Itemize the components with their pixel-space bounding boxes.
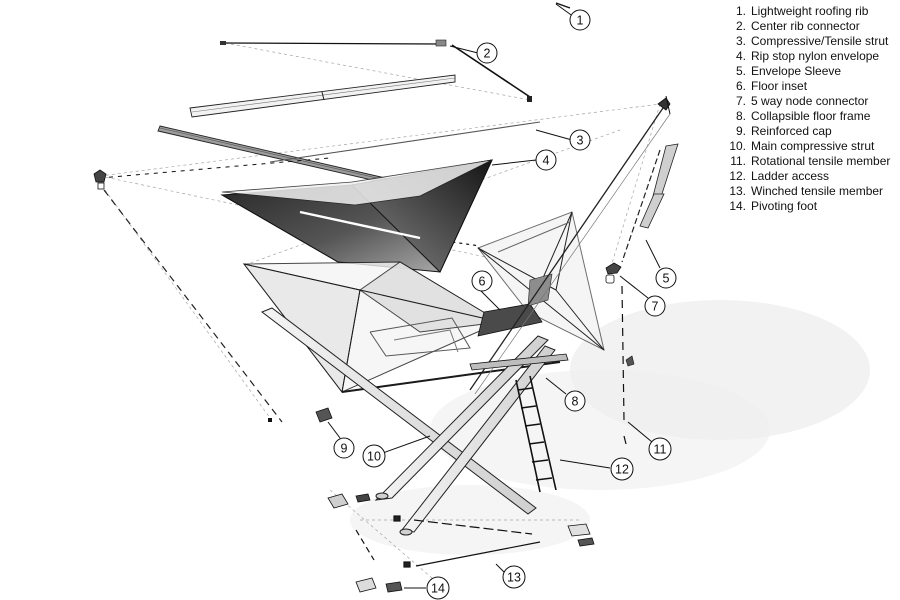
callout-3: 3 [569,129,591,151]
legend-item-number: 9. [735,124,746,138]
callout-13-number: 13 [507,571,521,585]
callout-6-number: 6 [479,275,486,289]
legend-item: 8. Collapsible floor frame [728,109,898,124]
legend-item: 14. Pivoting foot [728,199,898,214]
callout-3-number: 3 [577,134,584,148]
callout-8-number: 8 [572,395,579,409]
legend-item: 13. Winched tensile member [728,184,898,199]
legend-item-label: Reinforced cap [751,124,832,138]
legend-item-number: 12. [729,169,746,183]
pivoting-feet [327,493,595,593]
callout-9: 9 [333,437,355,459]
legend-item-label: Rotational tensile member [751,154,891,168]
legend-item-number: 6. [735,79,746,93]
legend-item-label: Winched tensile member [751,184,884,198]
callout-14-number: 14 [431,582,445,596]
callout-14: 14 [426,576,450,600]
callout-10: 10 [362,444,386,468]
callout-12: 12 [610,457,634,481]
callout-9-number: 9 [341,442,348,456]
legend-item-number: 11. [730,154,746,168]
callout-4-number: 4 [543,154,550,168]
legend-item: 1. Lightweight roofing rib [728,4,898,19]
callout-6: 6 [471,270,493,292]
roofing-rib-top [220,2,571,102]
callout-1-number: 1 [577,14,584,28]
legend-item-number: 8. [735,109,746,123]
legend-item-label: Collapsible floor frame [751,109,871,123]
callout-13: 13 [502,565,526,589]
legend-item-label: Main compressive strut [751,139,875,153]
legend-item-label: Pivoting foot [751,199,818,213]
legend-item-label: Envelope Sleeve [751,64,842,78]
legend-item-label: Lightweight roofing rib [751,4,869,18]
legend-item-number: 4. [735,49,746,63]
callout-11: 11 [648,437,672,461]
floor-inset [477,273,553,337]
main-compressive-struts [260,307,556,536]
legend-item-label: Floor inset [751,79,808,93]
collapsible-floor-frame [469,353,569,371]
legend-item-label: Ladder access [751,169,830,183]
legend-item-number: 3. [735,34,746,48]
reinforced-cap [268,407,333,423]
parts-legend: 1. Lightweight roofing rib 2. Center rib c… [728,4,898,214]
rotational-tensile-member [621,285,635,445]
nylon-envelope [220,159,493,273]
callout-1: 1 [569,9,591,31]
callout-8: 8 [564,390,586,412]
callout-5-number: 5 [663,272,670,286]
legend-item: 11. Rotational tensile member [728,154,898,169]
legend-item: 2. Center rib connector [728,19,898,34]
compressive-strut-diagonal [469,107,671,395]
callout-12-number: 12 [615,463,629,477]
legend-item-label: Center rib connector [751,19,860,33]
ladder [515,375,557,493]
five-way-node-mid [605,262,622,284]
legend-item: 7. 5 way node connector [728,94,898,109]
legend-item: 10. Main compressive strut [728,139,898,154]
winched-tensile-member [355,515,541,568]
legend-item-number: 1. [735,4,746,18]
callout-11-number: 11 [654,443,667,457]
legend-item-number: 2. [735,19,746,33]
legend-item: 3. Compressive/Tensile strut [728,34,898,49]
legend-item-number: 14. [729,199,746,213]
legend-item-number: 7. [735,94,746,108]
callout-2: 2 [476,42,498,64]
callout-5: 5 [655,267,677,289]
legend-item-number: 10. [729,139,746,153]
callout-4: 4 [535,149,557,171]
legend-item-number: 5. [735,64,746,78]
legend-item: 5. Envelope Sleeve [728,64,898,79]
legend-item-label: Compressive/Tensile strut [751,34,889,48]
legend-item: 4. Rip stop nylon envelope [728,49,898,64]
callout-7-number: 7 [652,300,659,314]
callout-10-number: 10 [367,450,381,464]
legend-item-label: Rip stop nylon envelope [751,49,880,63]
legend-item: 9. Reinforced cap [728,124,898,139]
node-connector-left [93,169,283,423]
five-way-node-top [657,95,671,115]
callout-7: 7 [644,295,666,317]
legend-item: 12. Ladder access [728,169,898,184]
legend-item: 6. Floor inset [728,79,898,94]
envelope-sleeves [621,143,679,263]
legend-item-label: 5 way node connector [751,94,869,108]
callout-leaders [327,3,661,589]
callout-2-number: 2 [484,47,491,61]
legend-item-number: 13. [729,184,746,198]
